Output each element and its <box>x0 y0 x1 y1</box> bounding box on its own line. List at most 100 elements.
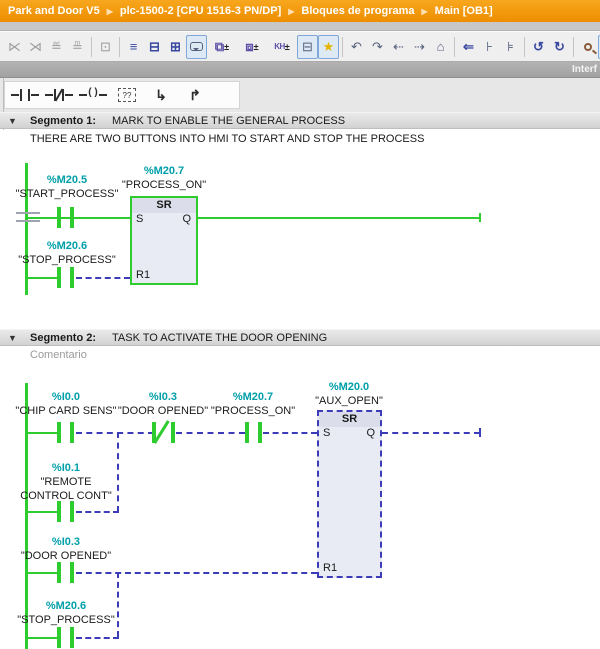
breadcrumb-item-program-blocks[interactable]: Bloques de programa <box>301 5 415 17</box>
goto-previous-network-icon[interactable]: ⇠ <box>393 38 404 54</box>
operand-address[interactable]: %I0.3 <box>148 391 178 403</box>
operand-name[interactable]: "CHIP CARD SENS" <box>15 405 117 417</box>
segment1-ladder: %M20.5 "START_PROCESS" SR S Q R1 %M20.7 … <box>0 148 600 329</box>
block-operand-address[interactable]: %M20.7 <box>143 165 185 177</box>
wire-no-flow <box>382 432 480 434</box>
goto-next-network-icon[interactable]: ⇢ <box>414 38 425 54</box>
find-operand-icon[interactable] <box>577 35 598 59</box>
invert-logic-icon[interactable]: ≝ <box>51 38 62 54</box>
wire-energized <box>25 217 130 219</box>
wire-no-flow <box>76 637 119 639</box>
pin-r1: R1 <box>136 269 151 281</box>
block-operand-name[interactable]: "AUX_OPEN" <box>315 395 383 407</box>
wire-end-tick <box>479 428 481 437</box>
sr-block-aux-open[interactable]: SR S Q R1 <box>317 410 382 578</box>
open-branch-icon: ↳ <box>155 86 167 103</box>
step-back-icon[interactable]: ↶ <box>351 38 362 54</box>
segment1-comment[interactable]: THERE ARE TWO BUTTONS INTO HMI TO START … <box>0 130 600 149</box>
close-branch-icon: ↱ <box>189 86 201 103</box>
power-rail <box>25 383 28 649</box>
network-comments-toggle-icon[interactable] <box>186 34 207 59</box>
operand-representation-icon[interactable]: KH± <box>274 41 290 52</box>
favorite-open-branch-button[interactable]: ↳ <box>144 84 178 106</box>
pin-q: Q <box>366 427 375 439</box>
operand-name[interactable]: "DOOR OPENED" <box>117 405 209 417</box>
wire-energized <box>25 277 58 279</box>
delete-comparator-icon[interactable]: ⋊ <box>29 38 42 54</box>
toolbar-separator <box>91 36 92 57</box>
pin-s: S <box>323 427 331 439</box>
favorite-contact-no-button[interactable] <box>8 84 42 106</box>
expand-statement-icon[interactable]: ⊦ <box>486 38 493 54</box>
edit-tags-icon[interactable]: ≞ <box>72 38 83 54</box>
sr-block-type: SR <box>319 412 380 427</box>
jump-to-callee-icon[interactable]: ⇐ <box>463 38 474 54</box>
favorites-panel: ( ) ?? ↳ ↱ <box>4 81 240 109</box>
operand-name[interactable]: "DOOR OPENED" <box>20 550 112 562</box>
breadcrumb-item-project[interactable]: Park and Door V5 <box>8 5 100 17</box>
segment2-header[interactable]: ▼ Segmento 2: TASK TO ACTIVATE THE DOOR … <box>0 329 600 346</box>
favorite-close-branch-button[interactable]: ↱ <box>178 84 212 106</box>
favorite-contact-nc-button[interactable] <box>42 84 76 106</box>
operand-name[interactable]: "STOP_PROCESS" <box>18 254 116 266</box>
favorites-visibility-icon[interactable]: ⧉± <box>214 38 230 54</box>
operand-address[interactable]: %I0.3 <box>51 536 81 548</box>
toolbar-separator <box>454 36 455 57</box>
operand-preview-icon[interactable]: ⧈± <box>245 38 259 54</box>
paste-block-icon[interactable]: ⊡ <box>100 38 111 54</box>
operand-name[interactable]: "PROCESS_ON" <box>210 405 296 417</box>
favorites-star-icon[interactable]: ★ <box>318 34 339 59</box>
undo-call-icon[interactable]: ↺ <box>533 38 544 54</box>
collapse-segment1-icon[interactable]: ▼ <box>8 116 17 126</box>
block-operand-name[interactable]: "PROCESS_ON" <box>121 179 207 191</box>
operand-name[interactable]: "STOP_PROCESS" <box>17 614 115 626</box>
network-list-icon[interactable]: ≡ <box>129 39 138 54</box>
operand-name[interactable]: CONTROL CONT" <box>20 490 112 502</box>
contact-no-icon <box>11 86 39 104</box>
wire-no-flow <box>263 432 317 434</box>
wire-energized <box>25 511 58 513</box>
operand-name[interactable]: "START_PROCESS" <box>15 188 119 200</box>
expand-networks-icon[interactable]: ⊟ <box>149 38 160 54</box>
favorites-bar: ( ) ?? ↳ ↱ <box>0 78 600 112</box>
branch-wire-no-flow <box>117 572 119 637</box>
segment1-header[interactable]: ▼ Segmento 1: MARK TO ENABLE THE GENERAL… <box>0 112 600 129</box>
segment2-comment-placeholder[interactable]: Comentario <box>0 346 600 365</box>
pin-r1: R1 <box>323 562 338 574</box>
segment2-title[interactable]: TASK TO ACTIVATE THE DOOR OPENING <box>112 332 328 344</box>
insert-comparator-icon[interactable]: ⋉ <box>8 38 21 54</box>
wire-no-flow <box>76 432 154 434</box>
breadcrumb-item-plc[interactable]: plc-1500-2 [CPU 1516-3 PN/DP] <box>119 5 282 17</box>
operand-address[interactable]: %M20.5 <box>46 174 88 186</box>
interface-pane-splitter[interactable]: Interf <box>0 62 600 78</box>
coil-icon: ( ) <box>79 86 107 104</box>
toolbar-separator <box>342 36 343 57</box>
breadcrumb-separator-icon: ▶ <box>421 6 428 16</box>
monitoring-toggle-icon[interactable] <box>598 34 600 59</box>
protection-shield-icon[interactable]: ⌂ <box>436 39 445 54</box>
breadcrumb-item-main-ob1[interactable]: Main [OB1] <box>434 5 493 17</box>
block-operand-address[interactable]: %M20.0 <box>328 381 370 393</box>
breadcrumb-separator-icon: ▶ <box>106 6 113 16</box>
operand-address[interactable]: %I0.0 <box>51 391 81 403</box>
operand-address[interactable]: %M20.6 <box>45 600 87 612</box>
breadcrumb: Park and Door V5 ▶ plc-1500-2 [CPU 1516-… <box>0 0 600 22</box>
toolbar-separator <box>119 36 120 57</box>
sr-block-process-on[interactable]: SR S Q R1 <box>130 196 198 285</box>
operand-address[interactable]: %M20.6 <box>46 240 88 252</box>
operand-address[interactable]: %I0.1 <box>51 462 81 474</box>
favorite-empty-box-button[interactable]: ?? <box>110 84 144 106</box>
collapse-networks-icon[interactable]: ⊞ <box>170 38 181 54</box>
compact-view-toggle-icon[interactable]: ⊟ <box>297 34 318 59</box>
segment1-title[interactable]: MARK TO ENABLE THE GENERAL PROCESS <box>112 115 346 127</box>
collapse-segment2-icon[interactable]: ▼ <box>8 333 17 343</box>
branch-wire-no-flow <box>117 432 119 512</box>
operand-address[interactable]: %M20.7 <box>232 391 274 403</box>
collapse-statement-icon[interactable]: ⊧ <box>507 38 514 54</box>
step-forward-icon[interactable]: ↷ <box>372 38 383 54</box>
redo-call-icon[interactable]: ↻ <box>554 38 565 54</box>
favorite-coil-button[interactable]: ( ) <box>76 84 110 106</box>
operand-name[interactable]: "REMOTE <box>40 476 92 488</box>
wire-energized <box>25 432 58 434</box>
